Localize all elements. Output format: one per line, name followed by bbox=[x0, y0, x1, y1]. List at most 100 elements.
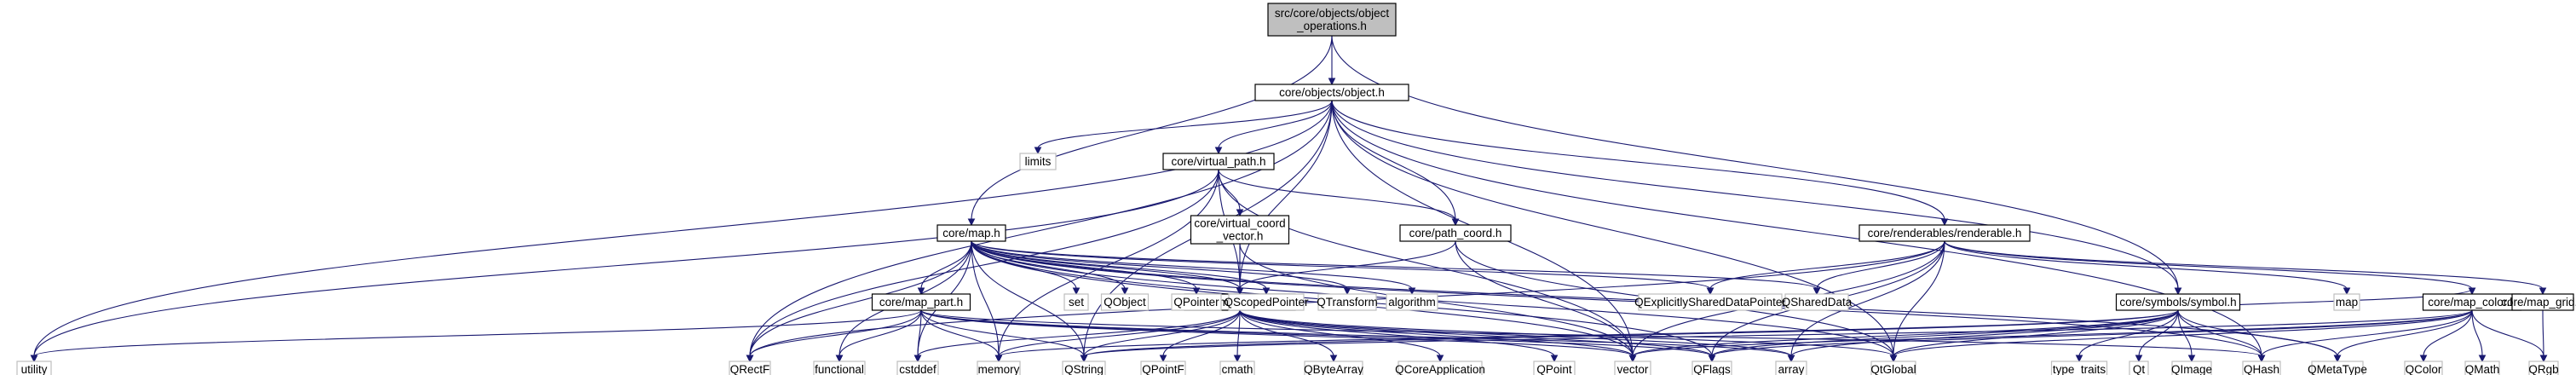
arrowhead-object_operations-to-map bbox=[967, 218, 976, 227]
edge-map_coord-to-cmath bbox=[1236, 309, 1241, 357]
node-map-part[interactable]: core/map_part.h bbox=[871, 293, 971, 311]
node-box-QSharedData bbox=[1784, 293, 1849, 311]
node-QFlags: QFlags bbox=[1691, 361, 1732, 375]
node-label-QRgb: QRgb bbox=[2528, 363, 2558, 375]
edge-map_coord-to-vector bbox=[1239, 309, 1634, 357]
node-label-vector: vector bbox=[1617, 363, 1649, 375]
node-label-map-color: core/map_color.h bbox=[2428, 296, 2516, 309]
arrowhead-map_coord-to-QPoint bbox=[1550, 355, 1559, 363]
edge-map_color-to-QColor bbox=[2423, 309, 2473, 357]
edge-virtual_path-to-utility bbox=[33, 169, 1219, 357]
edge-map_coord-to-QCoreApplication bbox=[1239, 309, 1441, 357]
arrowhead-renderable-to-QExplicitlySharedDataPointer bbox=[1706, 287, 1714, 296]
edge-map_coord-to-QString bbox=[1083, 309, 1241, 357]
edge-renderable-to-QSharedData bbox=[1816, 240, 1945, 290]
node-box-cmath bbox=[1219, 361, 1255, 375]
node-QTransform: QTransform bbox=[1317, 293, 1378, 311]
edge-map-to-memory bbox=[971, 240, 1000, 357]
node-label-QExplicitlySharedDataPointer: QExplicitlySharedDataPointer bbox=[1634, 296, 1786, 309]
edge-object-to-path_coord bbox=[1331, 100, 1456, 221]
node-map-std: map bbox=[2333, 293, 2360, 311]
node-map[interactable]: core/map.h bbox=[936, 224, 1006, 242]
node-box-QMath bbox=[2464, 361, 2500, 375]
edge-map_color-to-vector bbox=[1632, 309, 2473, 357]
arrowhead-map_part-to-functional bbox=[835, 355, 844, 363]
node-label-type-traits: type_traits bbox=[2053, 363, 2106, 375]
node-virtual-path[interactable]: core/virtual_path.h bbox=[1162, 153, 1275, 170]
edge-renderable-to-map_std bbox=[1944, 240, 2348, 290]
node-virtual-coord-vector[interactable]: core/virtual_coord_vector.h bbox=[1190, 215, 1290, 245]
arrowhead-map-to-QTransform bbox=[1343, 287, 1351, 296]
node-box-QMetaType bbox=[2311, 361, 2364, 375]
node-label-path-coord: core/path_coord.h bbox=[1409, 227, 1502, 239]
edge-map_color-to-QtGlobal bbox=[1893, 309, 2473, 357]
node-layer: src/core/objects/object_operations.hcore… bbox=[16, 3, 2576, 375]
arrowhead-renderable-to-QSharedData bbox=[1812, 287, 1821, 296]
node-renderable[interactable]: core/renderables/renderable.h bbox=[1859, 224, 2031, 242]
node-object[interactable]: core/objects/object.h bbox=[1254, 84, 1409, 101]
edge-map-to-QExplicitlySharedDataPointer bbox=[971, 240, 1711, 290]
node-vector: vector bbox=[1614, 361, 1651, 375]
edge-symbol-to-QMetaType bbox=[2177, 309, 2338, 357]
arrowhead-map_coord-to-cmath bbox=[1233, 355, 1242, 363]
arrowhead-map_color-to-QMath bbox=[2478, 355, 2487, 363]
node-QImage: QImage bbox=[2171, 361, 2212, 375]
node-label-map-grid: core/map_grid.h bbox=[2501, 296, 2576, 309]
node-box-limits bbox=[1019, 153, 1057, 170]
node-object-operations[interactable]: src/core/objects/object_operations.h bbox=[1267, 3, 1397, 37]
node-QScopedPointer: QScopedPointer bbox=[1224, 293, 1309, 311]
node-QString: QString bbox=[1062, 361, 1106, 375]
edge-symbol-to-QFlags bbox=[1711, 309, 2179, 357]
edge-map-to-algorithm bbox=[971, 240, 1413, 290]
edge-map-to-QTransform bbox=[971, 240, 1348, 290]
node-box-virtual-coord-vector bbox=[1190, 215, 1290, 245]
node-box-vector bbox=[1614, 361, 1651, 375]
arrowhead-virtual_path-to-virtual_coord_vector bbox=[1236, 209, 1244, 217]
node-label-QScopedPointer: QScopedPointer bbox=[1224, 296, 1309, 309]
node-cmath: cmath bbox=[1219, 361, 1255, 375]
arrowhead-map_color-to-vector bbox=[1628, 355, 1637, 363]
node-box-QCoreApplication bbox=[1397, 361, 1483, 375]
node-label-map-part: core/map_part.h bbox=[879, 296, 963, 309]
node-box-map-grid bbox=[2511, 293, 2574, 311]
edge-map_color-to-QRgb bbox=[2471, 309, 2544, 357]
edge-map_coord-to-array bbox=[1239, 309, 1792, 357]
node-map-grid[interactable]: core/map_grid.h bbox=[2501, 293, 2576, 311]
node-box-QPointer bbox=[1171, 293, 1222, 311]
edge-renderable-to-map_grid bbox=[1944, 240, 2544, 290]
node-path-coord[interactable]: core/path_coord.h bbox=[1399, 224, 1512, 242]
edge-symbol-to-QHash bbox=[2177, 309, 2262, 357]
edge-map_color-to-QFlags bbox=[1711, 309, 2473, 357]
edge-map_color-to-QMetaType bbox=[2337, 309, 2473, 357]
edge-virtual_path-to-path_coord bbox=[1218, 169, 1456, 221]
edge-map_part-to-utility bbox=[33, 309, 922, 357]
node-box-array bbox=[1775, 361, 1807, 375]
node-label-memory: memory bbox=[978, 363, 1020, 375]
edge-map_part-to-memory bbox=[920, 309, 1000, 357]
node-box-QExplicitlySharedDataPointer bbox=[1638, 293, 1783, 311]
node-symbol[interactable]: core/symbols/symbol.h bbox=[2115, 293, 2241, 311]
node-label-set: set bbox=[1069, 296, 1084, 309]
node-box-QColor bbox=[2404, 361, 2443, 375]
edge-map_coord-to-QtGlobal bbox=[1239, 309, 1894, 357]
arrowhead-map-to-QObject bbox=[1121, 287, 1129, 296]
node-QtGlobal: QtGlobal bbox=[1870, 361, 1916, 375]
edge-map-to-QSharedData bbox=[971, 240, 1818, 290]
node-label-virtual-coord-vector: _vector.h bbox=[1216, 230, 1264, 243]
node-label-QMath: QMath bbox=[2465, 363, 2500, 375]
node-label-QSharedData: QSharedData bbox=[1782, 296, 1853, 309]
node-box-map-std bbox=[2333, 293, 2360, 311]
edge-map_part-to-QFlags bbox=[920, 309, 1713, 357]
node-QPointer: QPointer bbox=[1171, 293, 1222, 311]
node-map-color[interactable]: core/map_color.h bbox=[2422, 293, 2522, 311]
edge-map-to-QString bbox=[971, 240, 1085, 357]
node-label-algorithm: algorithm bbox=[1388, 296, 1436, 309]
edge-map_grid-to-QRgb bbox=[2542, 309, 2544, 357]
arrowhead-map_color-to-QColor bbox=[2419, 355, 2428, 363]
node-box-QtGlobal bbox=[1870, 361, 1916, 375]
node-label-virtual-path: core/virtual_path.h bbox=[1171, 155, 1265, 168]
node-box-algorithm bbox=[1386, 293, 1438, 311]
node-label-QtGlobal: QtGlobal bbox=[1870, 363, 1916, 375]
arrowhead-map_color-to-QMetaType bbox=[2333, 355, 2342, 363]
node-array: array bbox=[1775, 361, 1807, 375]
